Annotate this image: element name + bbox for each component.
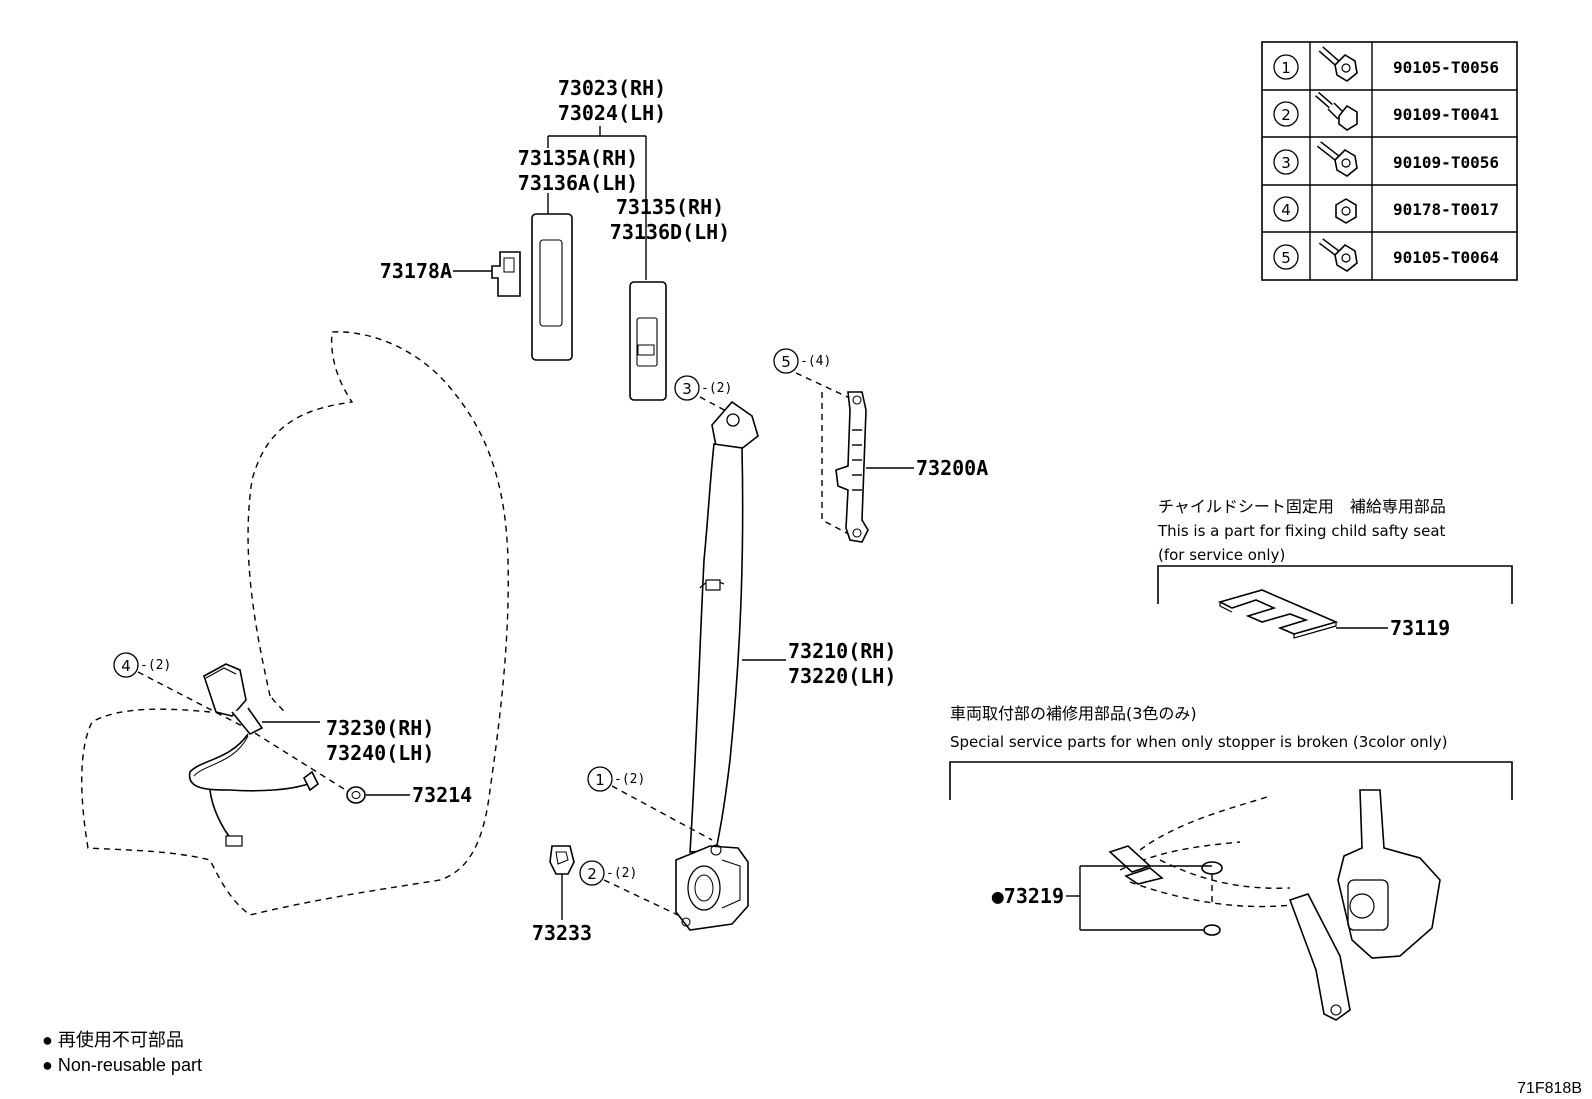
callout-1: 1 -(2) xyxy=(587,766,645,792)
callout-circle xyxy=(1273,101,1299,127)
svg-text:-(2): -(2) xyxy=(701,381,732,396)
fastener-number: 2 xyxy=(1281,106,1291,124)
hex-nut-icon xyxy=(1335,198,1357,224)
legend-non-reusable-en: ● Non-reusable part xyxy=(42,1055,202,1075)
stopper-detail-drawing xyxy=(1108,789,1441,1021)
label-73136a-lh: 73136A(LH) xyxy=(518,171,638,195)
leader-line xyxy=(603,879,681,917)
height-adjuster-73200a xyxy=(835,391,869,543)
fastener-table: 1 90105-T0056 2 90109-T0041 xyxy=(1261,41,1518,281)
callout-5: 5 -(4) xyxy=(773,348,831,374)
svg-text:5: 5 xyxy=(781,353,791,371)
svg-text:-(2): -(2) xyxy=(140,658,171,673)
table-row: 4 90178-T0017 xyxy=(1273,196,1499,224)
label-73214: 73214 xyxy=(412,783,472,807)
washer-73214 xyxy=(346,786,366,804)
svg-text:4: 4 xyxy=(121,657,131,675)
table-row: 3 90109-T0056 xyxy=(1273,141,1499,177)
leader-line xyxy=(611,785,713,841)
flange-bolt-icon xyxy=(1316,141,1358,177)
stopper-note-en: Special service parts for when only stop… xyxy=(950,733,1448,751)
flange-bolt-icon xyxy=(1318,238,1358,272)
fastener-part-number: 90178-T0017 xyxy=(1393,200,1499,219)
fastener-number: 3 xyxy=(1281,154,1291,172)
svg-text:2: 2 xyxy=(587,865,597,883)
stopper-note-jp: 車両取付部の補修用部品(3色のみ) xyxy=(950,704,1197,723)
stepped-bolt-icon xyxy=(1315,91,1358,131)
pillar-trim-cover-b xyxy=(629,281,667,401)
label-73220-lh: 73220(LH) xyxy=(788,664,896,688)
leader-line xyxy=(699,396,729,413)
fastener-number: 4 xyxy=(1281,201,1291,219)
fastener-number: 1 xyxy=(1281,59,1291,77)
child-seat-box-bracket xyxy=(1157,565,1513,604)
bracket-73023 xyxy=(547,126,647,280)
bracket-73219 xyxy=(1066,865,1212,931)
svg-text:1: 1 xyxy=(595,771,605,789)
buckle-assembly xyxy=(188,663,320,847)
table-row: 5 90105-T0064 xyxy=(1273,238,1499,272)
table-row: 2 90109-T0041 xyxy=(1273,91,1499,131)
seat-belt-assembly xyxy=(675,400,759,931)
pillar-trim-cover-a xyxy=(531,213,573,361)
label-73240-lh: 73240(LH) xyxy=(326,741,434,765)
seat-outline xyxy=(81,331,509,916)
callout-4: 4 -(2) xyxy=(113,652,171,678)
fastener-part-number: 90105-T0056 xyxy=(1393,58,1499,77)
callout-circle xyxy=(1273,244,1299,270)
label-73023-rh: 73023(RH) xyxy=(558,76,666,100)
callout-circle xyxy=(1273,149,1299,175)
callout-2: 2 -(2) xyxy=(579,860,637,886)
child-seat-note-en: This is a part for fixing child safty se… xyxy=(1157,522,1446,540)
fastener-part-number: 90105-T0064 xyxy=(1393,248,1499,267)
fastener-number: 5 xyxy=(1281,249,1291,267)
label-73233: 73233 xyxy=(532,921,592,945)
child-seat-note-jp: チャイルドシート固定用 補給専用部品 xyxy=(1158,497,1446,516)
leader-line xyxy=(137,671,353,795)
table-row: 1 90105-T0056 xyxy=(1273,46,1499,82)
label-73230-rh: 73230(RH) xyxy=(326,716,434,740)
cover-73233 xyxy=(549,845,575,875)
callout-circle xyxy=(1273,54,1299,80)
svg-text:3: 3 xyxy=(682,380,692,398)
svg-text:-(2): -(2) xyxy=(614,772,645,787)
svg-text:-(4): -(4) xyxy=(800,354,831,369)
label-73119: 73119 xyxy=(1390,616,1450,640)
label-73210-rh: 73210(RH) xyxy=(788,639,896,663)
clip-73178a xyxy=(491,251,521,297)
flange-bolt-icon xyxy=(1318,46,1358,82)
fastener-part-number: 90109-T0056 xyxy=(1393,153,1499,172)
stopper-box-bracket xyxy=(949,761,1513,800)
label-73136d-lh: 73136D(LH) xyxy=(610,220,730,244)
label-73135a-rh: 73135A(RH) xyxy=(518,146,638,170)
label-73200a: 73200A xyxy=(916,456,988,480)
callout-circle xyxy=(1273,196,1299,222)
legend-non-reusable-jp: ● 再使用不可部品 xyxy=(42,1030,184,1050)
label-73178a: 73178A xyxy=(380,259,452,283)
child-seat-note-en-service: (for service only) xyxy=(1158,546,1285,564)
child-seat-bracket-73119 xyxy=(1217,589,1339,639)
callout-3: 3 -(2) xyxy=(674,375,732,401)
svg-text:-(2): -(2) xyxy=(606,866,637,881)
label-73024-lh: 73024(LH) xyxy=(558,101,666,125)
label-73135-rh: 73135(RH) xyxy=(616,195,724,219)
diagram-reference-code: 71F818B xyxy=(1517,1080,1582,1097)
label-73219: ●73219 xyxy=(992,884,1064,908)
fastener-part-number: 90109-T0041 xyxy=(1393,105,1499,124)
